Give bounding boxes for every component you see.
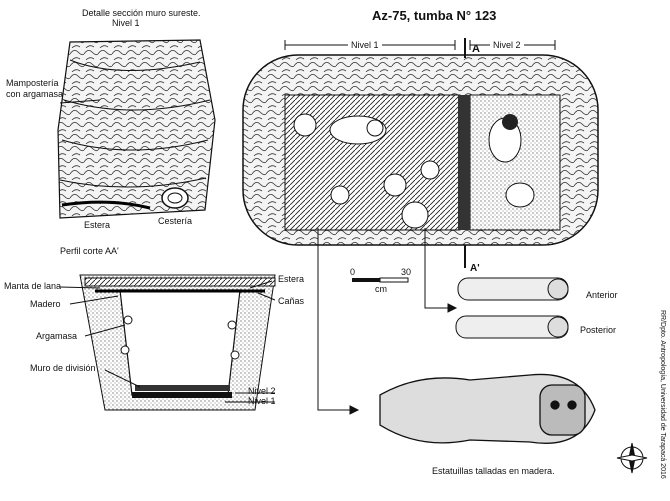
wall-detail-drawing [57,39,216,219]
section-a-bottom: A' [470,263,480,274]
posterior-label: Posterior [580,325,617,335]
profile-section-drawing [59,274,276,411]
credit-text: RR/Dpto. Antropología, Universidad de Ta… [659,310,666,479]
plan-nivel1-label: Nivel 1 [348,40,382,50]
canas-label: Cañas [278,296,305,306]
argamasa-label: Argamasa [36,331,78,341]
masonry-label: Mampostería [6,78,59,88]
plan-nivel2-label: Nivel 2 [490,40,524,50]
profile-heading: Perfil corte AA' [60,246,119,256]
tomb-plan-drawing [242,54,599,246]
figurine-large [379,373,596,444]
profile-nivel1-label: Nivel 1 [248,396,276,406]
detail-level: Nivel 1 [112,18,140,28]
profile-nivel2-label: Nivel 2 [248,386,276,396]
scale-thirty: 30 [401,267,412,277]
figurine-anterior [457,277,569,301]
manta-label: Manta de lana [4,281,62,291]
estera-label: Estera [84,220,111,230]
pointer-lines [317,228,458,415]
madero-label: Madero [30,299,61,309]
basket-mark [161,187,189,209]
figurine-posterior [455,315,569,339]
section-a-top: A [472,43,480,55]
cesteria-label: Cestería [158,216,193,226]
profile-estera-label: Estera [278,274,305,284]
muro-label: Muro de división [30,363,96,373]
detail-heading: Detalle sección muro sureste. [82,8,201,18]
scale-unit: cm [375,284,387,294]
page-title: Az-75, tumba N° 123 [372,8,497,23]
scale-bar [352,277,409,283]
figurines-caption: Estatuillas talladas en madera. [432,466,555,476]
compass-rose-icon [616,442,648,474]
anterior-label: Anterior [586,290,618,300]
scale-zero: 0 [350,267,356,277]
masonry-label-2: con argamasa [6,89,64,99]
